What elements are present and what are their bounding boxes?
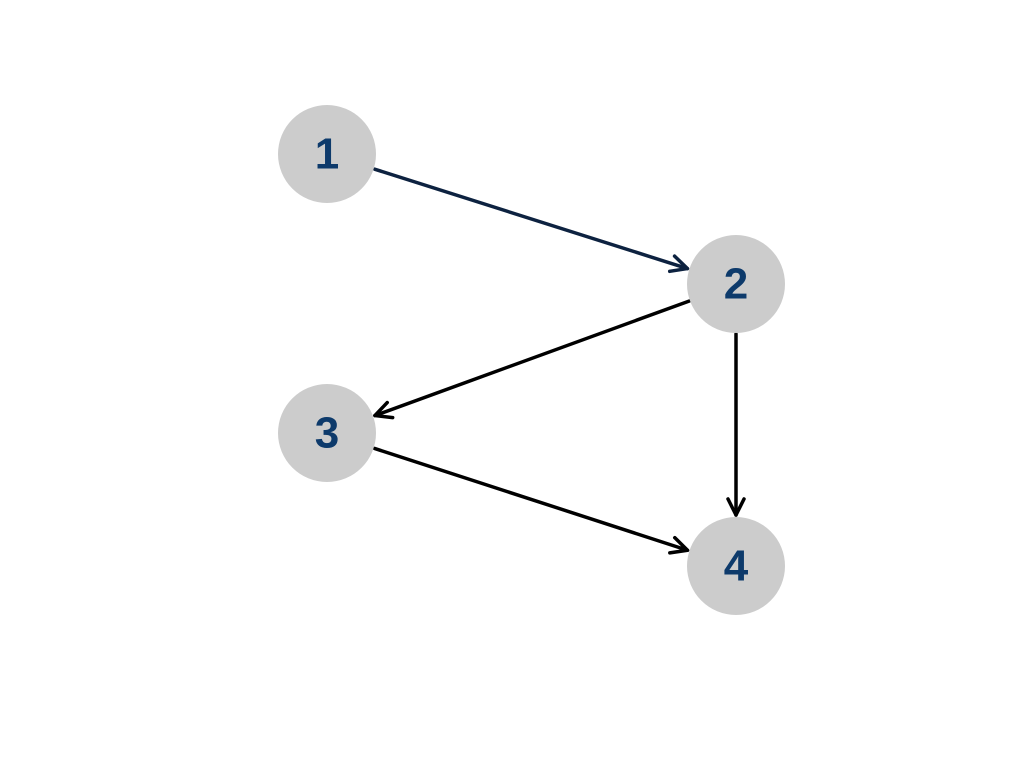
node-4-label: 4: [724, 542, 749, 591]
node-4-circle: [687, 517, 785, 615]
node-1-label: 1: [315, 130, 339, 179]
edge-1-to-2-line: [372, 167, 690, 271]
edge-1-to-2-arrowhead: [667, 254, 690, 274]
node-2-circle: [687, 235, 785, 333]
edge-2-to-3-line: [373, 299, 691, 418]
edge-2-to-3: [373, 299, 691, 420]
edges-layer: [372, 167, 746, 555]
edge-3-to-4-line: [372, 446, 690, 552]
edge-3-to-4: [372, 446, 690, 555]
node-3: 3: [278, 384, 376, 482]
edge-2-to-4-arrowhead: [726, 497, 746, 517]
node-4: 4: [687, 517, 785, 615]
edge-1-to-2: [372, 167, 690, 274]
nodes-layer: 1 2 3 4: [278, 105, 785, 615]
node-1: 1: [278, 105, 376, 203]
node-3-label: 3: [315, 409, 339, 458]
node-2: 2: [687, 235, 785, 333]
edge-2-to-3-arrowhead: [373, 400, 395, 420]
edge-3-to-4-arrowhead: [668, 535, 690, 555]
edge-2-to-4: [726, 332, 746, 517]
node-2-label: 2: [724, 260, 748, 309]
node-3-circle: [278, 384, 376, 482]
node-1-circle: [278, 105, 376, 203]
